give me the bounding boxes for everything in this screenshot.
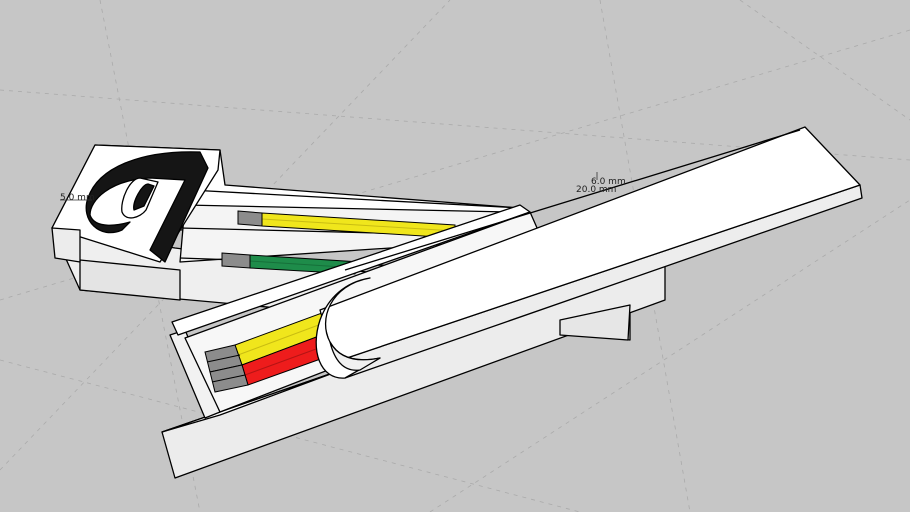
front-tray-pencils [204, 309, 341, 393]
d-clip-inner [133, 183, 155, 211]
guide-line [429, 199, 910, 512]
back-tray-base-face [79, 259, 181, 301]
dimension-label-5mm: 5.0 mm [60, 193, 95, 203]
dimension-label-20mm: 20.0 mm [576, 185, 617, 195]
d-clip-cutout [85, 151, 209, 263]
front-tray-support [559, 304, 631, 341]
guide-line [599, 0, 691, 512]
guide-line [739, 0, 910, 121]
green-pencil-ferrule [221, 252, 251, 269]
lid-groove [344, 129, 801, 271]
dimension-label-6mm: 6.0 mm [591, 177, 626, 187]
lid-end-shade [329, 341, 381, 371]
dimension-ticks [60, 172, 598, 201]
yellow-pencil-ferrule [237, 210, 263, 227]
clip-block-side [51, 227, 81, 263]
sliding-lid[interactable] [315, 126, 863, 379]
